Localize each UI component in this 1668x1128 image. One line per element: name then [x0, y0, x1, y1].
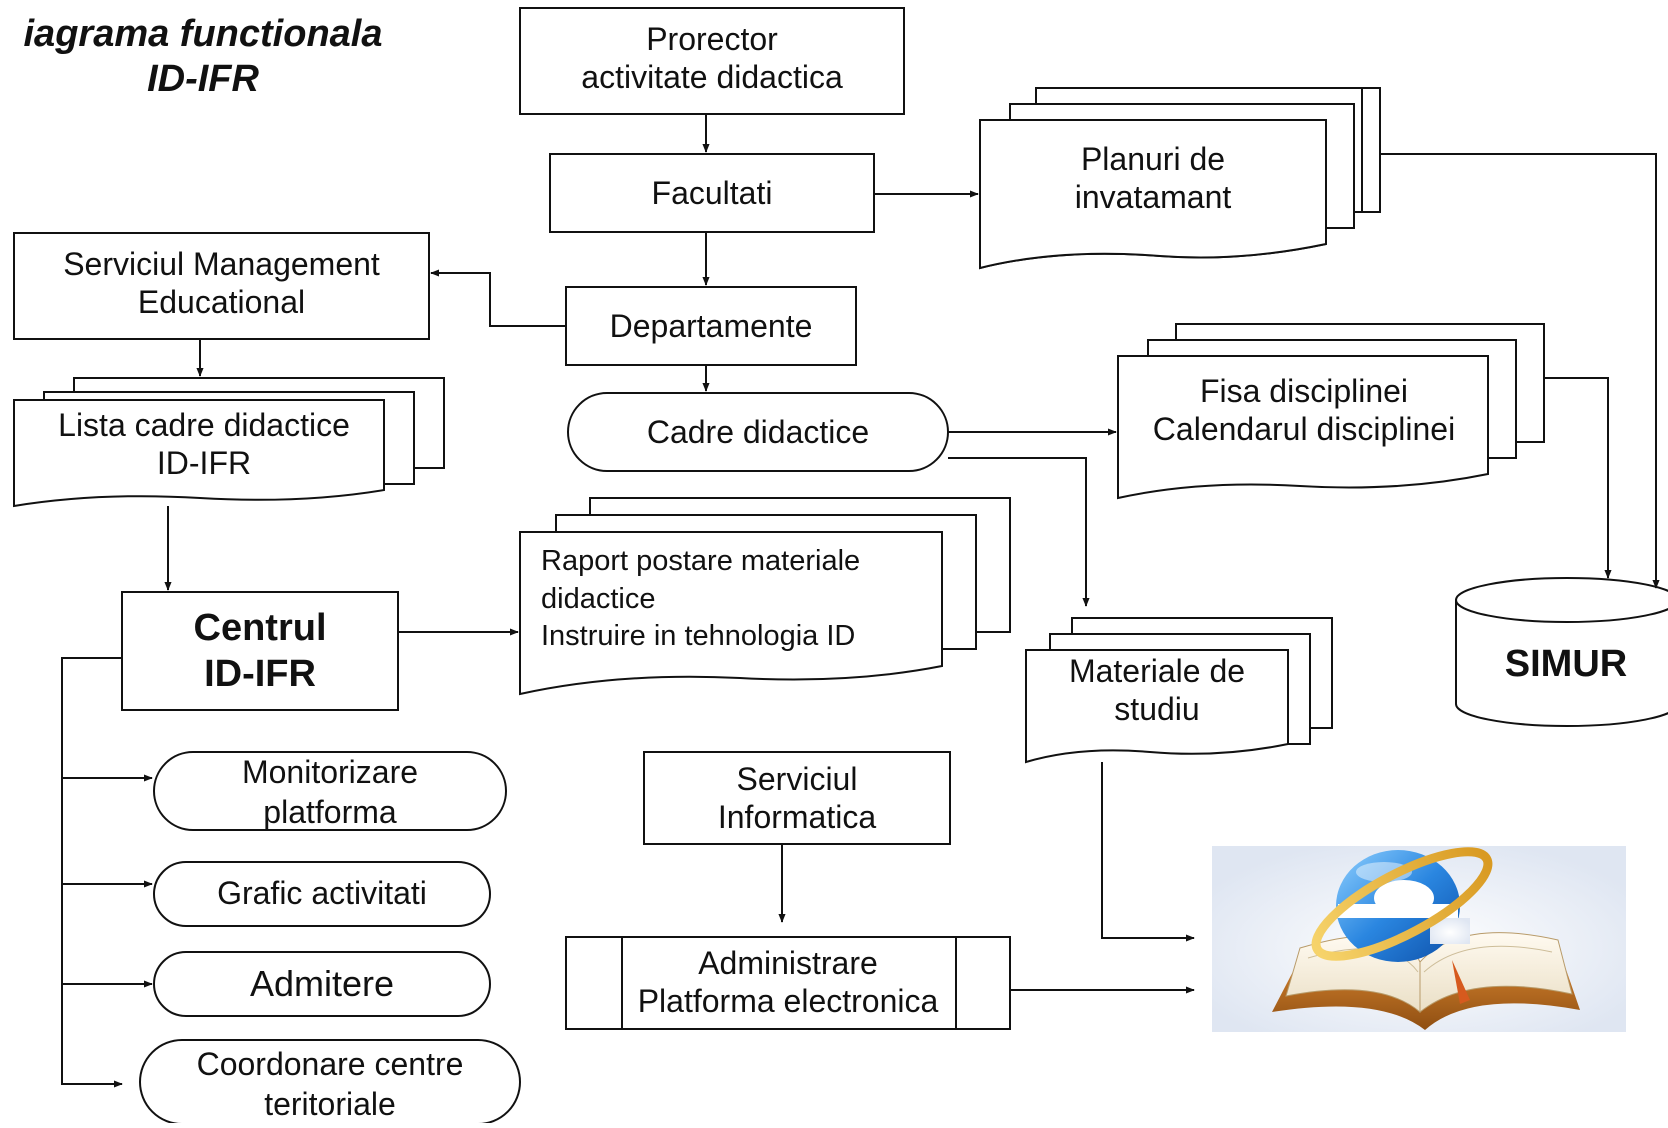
materiale-label-line1: Materiale de: [1068, 653, 1246, 689]
prorector-label: Prorector activitate didactica: [520, 20, 904, 97]
administrare-label-line2: Platforma electronica: [637, 983, 939, 1020]
diagram-title: iagrama functionala ID-IFR: [0, 12, 418, 102]
lista-cadre-label-line1: Lista cadre didactice: [58, 407, 350, 443]
fisa-label: Fisa disciplinei Calendarul disciplinei: [1112, 372, 1496, 449]
simur-label: SIMUR: [1504, 643, 1628, 685]
materiale-document-stack: [1025, 617, 1333, 764]
serviciul-informatica-label-line2: Informatica: [717, 799, 877, 836]
lista-cadre-label: Lista cadre didactice ID-IFR: [14, 406, 394, 483]
coordonare-label-line2: teritoriale: [264, 1086, 396, 1122]
raport-label: Raport postare materiale didactice Instr…: [541, 543, 941, 656]
cadre-didactice-label: Cadre didactice: [646, 414, 870, 450]
serviciul-management-label: Serviciul Management Educational: [14, 245, 429, 322]
monitorizare-label-line1: Monitorizare: [241, 754, 419, 790]
materiale-label-line2: studiu: [1114, 691, 1200, 728]
prorector-box: [519, 7, 905, 115]
grafic-terminator: [153, 861, 491, 927]
coordonare-label: Coordonare centre teritoriale: [140, 1044, 520, 1124]
centrul-label-line2: ID-IFR: [204, 652, 316, 695]
facultati-label: Facultati: [651, 175, 773, 211]
planuri-label-line2: invatamant: [1074, 179, 1232, 216]
simur-cylinder: [1455, 577, 1668, 727]
admitere-label: Admitere: [249, 963, 395, 1004]
connectors: [61, 114, 1660, 1088]
coordonare-label-line1: Coordonare centre: [196, 1046, 464, 1082]
prorector-label-line2: activitate didactica: [581, 59, 843, 96]
fisa-document-stack: [1117, 323, 1545, 500]
serviciul-informatica-box: [643, 751, 951, 845]
centrul-label: Centrul ID-IFR: [122, 606, 398, 697]
planuri-document-stack: [979, 87, 1381, 270]
facultati-box: [549, 153, 875, 233]
internet-explorer-book-icon: [1212, 846, 1626, 1032]
fisa-label-line2: Calendarul disciplinei: [1152, 411, 1456, 448]
grafic-label: Grafic activitati: [217, 875, 427, 911]
planuri-label-line1: Planuri de: [1080, 141, 1226, 177]
diagram-title-line2: ID-IFR: [147, 57, 259, 100]
serviciul-informatica-label: Serviciul Informatica: [644, 760, 950, 837]
serviciul-management-label-line1: Serviciul Management: [63, 246, 380, 282]
prorector-label-line1: Prorector: [646, 21, 778, 57]
serviciul-management-box: [13, 232, 430, 340]
serviciul-management-label-line2: Educational: [137, 284, 306, 321]
monitorizare-label: Monitorizare platforma: [154, 752, 506, 832]
diagram-title-line1: iagrama functionala: [23, 13, 383, 55]
departamente-label: Departamente: [609, 308, 813, 344]
monitorizare-label-line2: platforma: [263, 794, 397, 830]
planuri-label: Planuri de invatamant: [980, 140, 1326, 217]
raport-label-line1: Raport postare materiale: [541, 545, 861, 577]
centrul-label-line1: Centrul: [193, 607, 327, 649]
administrare-box: [565, 936, 1011, 1030]
raport-label-line3: Instruire in tehnologia ID: [541, 620, 856, 653]
lista-cadre-label-line2: ID-IFR: [156, 445, 252, 482]
admitere-terminator: [153, 951, 491, 1017]
departamente-box: [565, 286, 857, 366]
centrul-box: [121, 591, 399, 711]
serviciul-informatica-label-line1: Serviciul: [736, 761, 858, 797]
administrare-label: Administrare Platforma electronica: [566, 944, 1010, 1021]
raport-label-line2: didactice: [541, 582, 656, 615]
administrare-label-line1: Administrare: [698, 945, 878, 981]
monitorizare-terminator: [153, 751, 507, 831]
lista-cadre-document-stack: [13, 377, 445, 508]
materiale-label: Materiale de studiu: [1026, 652, 1288, 729]
raport-document-stack: [519, 497, 1011, 696]
fisa-label-line1: Fisa disciplinei: [1199, 373, 1409, 409]
